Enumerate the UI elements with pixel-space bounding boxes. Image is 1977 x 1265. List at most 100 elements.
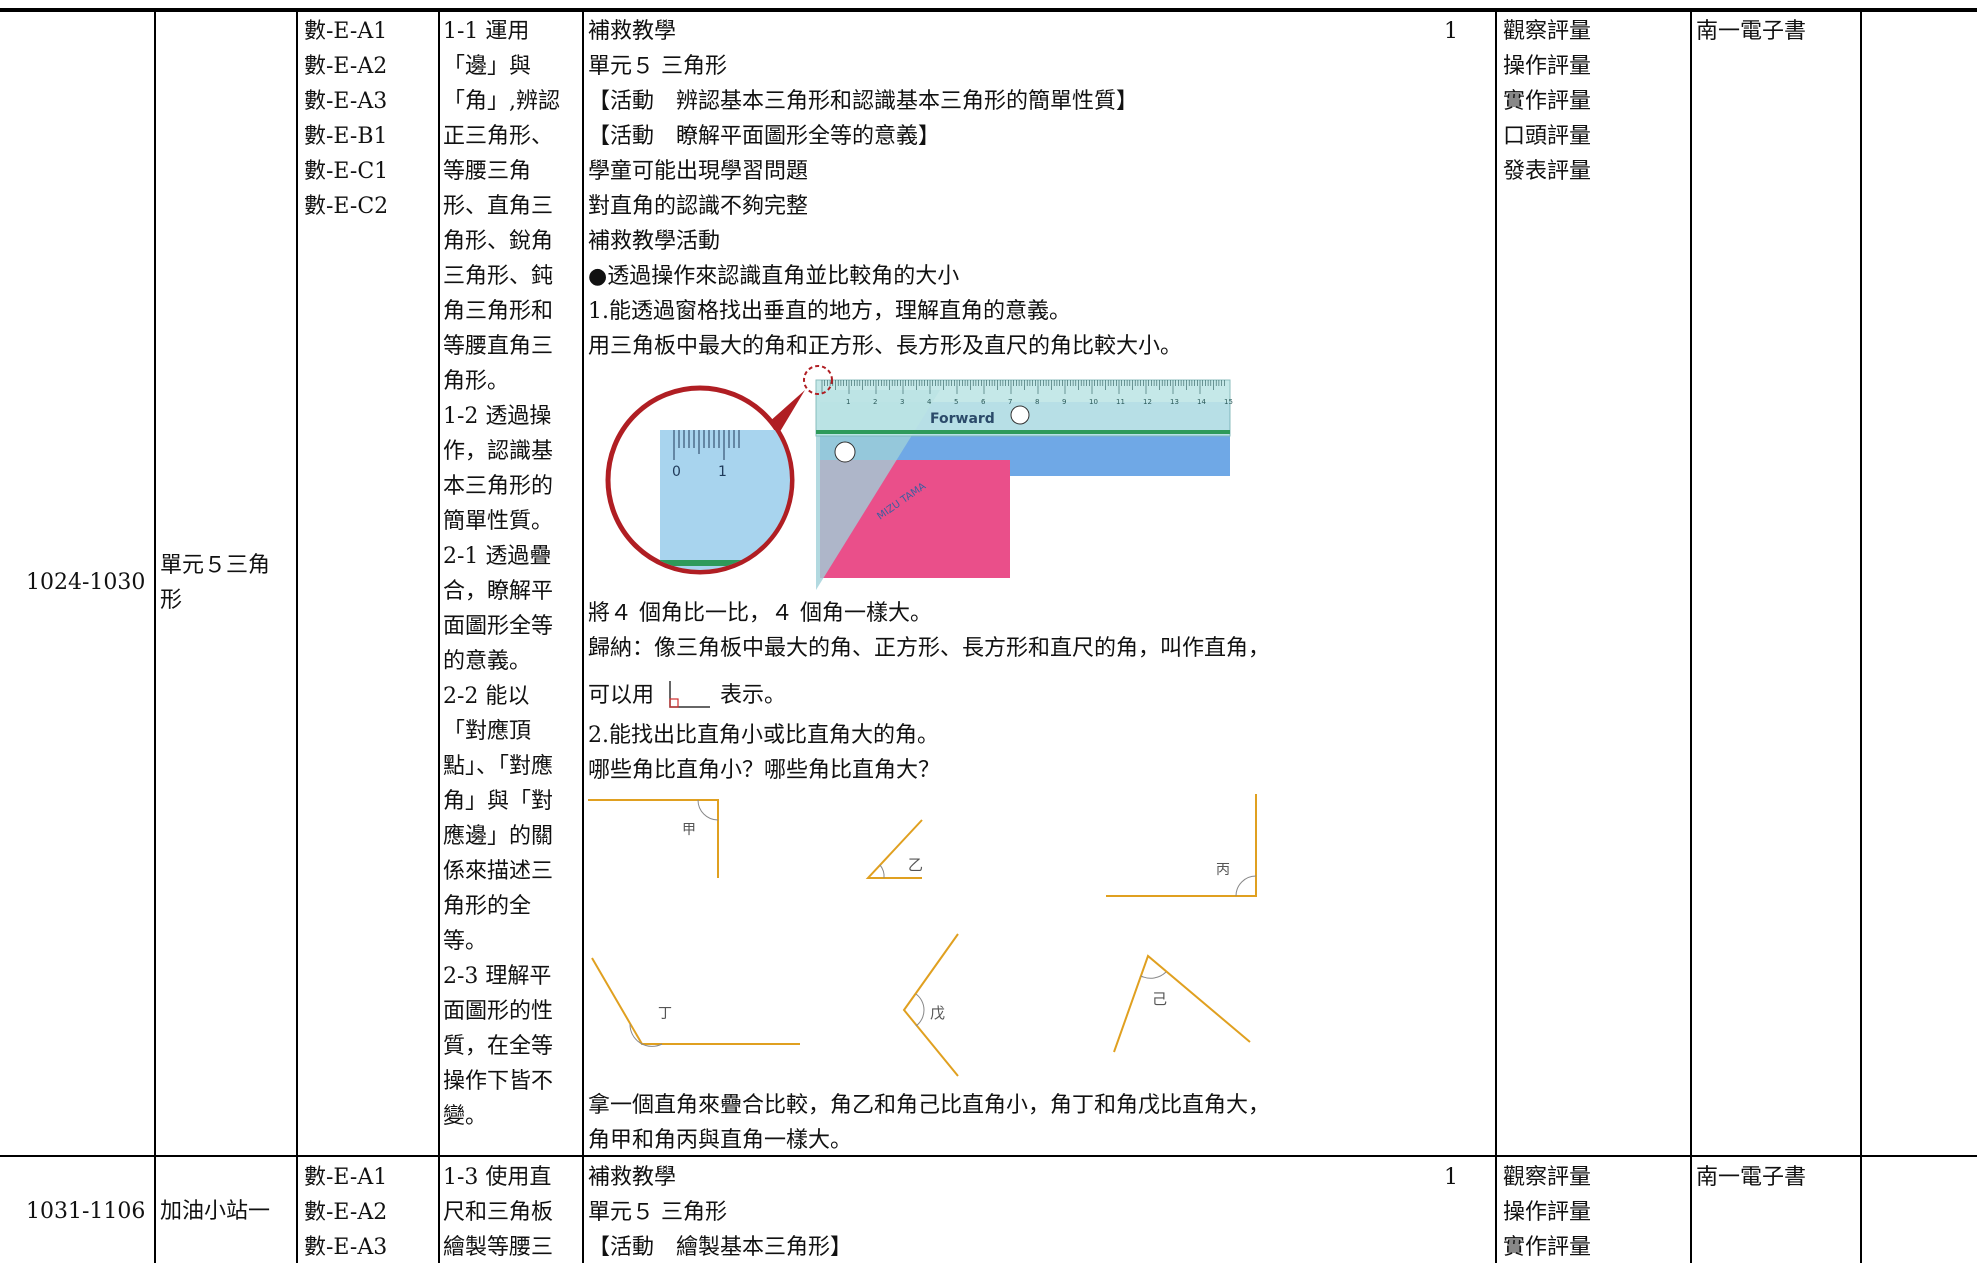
content-line: 學童可能出現學習問題: [588, 159, 809, 184]
assessment-item: 實作評量: [1503, 89, 1592, 114]
ruler-tick-label: 10: [1089, 398, 1098, 406]
content-line: 對直角的認識不夠完整: [588, 194, 809, 219]
objective-line: 等腰直角三: [443, 334, 554, 359]
row-divider: [0, 1155, 1977, 1157]
content-line: 2.能找出比直角小或比直角大的角。: [588, 723, 939, 748]
objective-line: 點」、「對應: [443, 754, 554, 779]
row1-assessment: 觀察評量 操作評量 實作評量 口頭評量 發表評量: [1503, 14, 1591, 189]
assessment-item: 發表評量: [1503, 159, 1592, 184]
row1-content-top: 補救教學 單元５ 三角形 【活動 辨認基本三角形和認識基本三角形的簡單性質】 【…: [588, 14, 1182, 364]
assessment-item: 操作評量: [1503, 1200, 1592, 1225]
angle-label: 甲: [682, 822, 696, 838]
ruler-tick-label: 5: [954, 398, 958, 406]
content-line: 補救教學活動: [588, 229, 721, 254]
angle-label: 丙: [1216, 862, 1230, 878]
ruler-tick-label: 6: [981, 398, 986, 406]
table-top-border: [0, 8, 1977, 12]
content-line: 單元５ 三角形: [588, 54, 727, 79]
row2-resource: 南一電子書: [1696, 1160, 1806, 1195]
objective-line: 角三角形和: [443, 299, 554, 324]
angle-ding: 丁: [591, 957, 800, 1047]
objective-line: 形、直角三: [443, 194, 554, 219]
ruler-tick-label: 14: [1197, 398, 1206, 406]
row1-codes: 數-E-A1 數-E-A2 數-E-A3 數-E-B1 數-E-C1 數-E-C…: [304, 14, 388, 224]
column-divider: [438, 10, 440, 1263]
unit-text: 單元５三角形: [160, 553, 271, 613]
content-line: 可以用: [588, 683, 655, 708]
objective-line: 本三角形的: [443, 474, 554, 499]
code-item: 數-E-A1: [304, 1165, 388, 1190]
objective-line: 等腰三角: [443, 159, 532, 184]
objective-line: 1-1 運用: [443, 19, 530, 44]
row1-content-mid2: 2.能找出比直角小或比直角大的角。 哪些角比直角小？哪些角比直角大？: [588, 718, 940, 788]
zoom-tick-label: 1: [718, 464, 727, 480]
hours-text: 1: [1444, 1165, 1458, 1190]
content-line: 用三角板中最大的角和正方形、長方形及直尺的角比較大小。: [588, 334, 1183, 359]
content-line: 補救教學: [588, 19, 677, 44]
assessment-item: 觀察評量: [1503, 19, 1592, 44]
code-item: 數-E-C1: [304, 159, 389, 184]
date-text: 1024-1030: [26, 570, 146, 595]
code-item: 數-E-A2: [304, 1200, 388, 1225]
objective-line: 三角形、鈍: [443, 264, 554, 289]
code-item: 數-E-C2: [304, 194, 389, 219]
ruler-tick-label: 1: [846, 398, 850, 406]
objective-line: 2-2 能以: [443, 684, 530, 709]
row1-resource: 南一電子書: [1696, 14, 1806, 49]
column-divider: [296, 10, 298, 1263]
row1-content-mid: 將４ 個角比一比，４ 個角一樣大。 歸納：像三角板中最大的角、正方形、長方形和直…: [588, 596, 1270, 666]
row1-hours: 1: [1444, 14, 1458, 49]
objective-line: 變。: [443, 1104, 488, 1129]
objective-line: 質，在全等: [443, 1034, 554, 1059]
zoom-tick-label: 0: [672, 464, 681, 480]
content-line: 【活動 瞭解平面圖形全等的意義】: [588, 124, 941, 149]
objective-line: 角形的全: [443, 894, 532, 919]
angle-label: 乙: [908, 856, 923, 874]
objective-line: 1-3 使用直: [443, 1165, 552, 1190]
code-item: 數-E-A2: [304, 54, 388, 79]
objective-line: 「角」,辨認: [443, 89, 560, 114]
row1-date: 1024-1030: [26, 10, 145, 1155]
objective-line: 「邊」與: [443, 54, 532, 79]
hours-text: 1: [1444, 19, 1458, 44]
mascot-figure: [1010, 405, 1030, 425]
objective-line: 面圖形全等: [443, 614, 554, 639]
column-divider: [582, 10, 584, 1263]
angle-bing: 丙: [1106, 794, 1257, 897]
objective-line: 繪製等腰三: [443, 1235, 554, 1260]
right-angle-symbol-line: 可以用 表示。: [588, 678, 786, 713]
code-item: 數-E-A3: [304, 89, 388, 114]
ruler-tick-label: 4: [927, 398, 932, 406]
ruler-tick-label: 8: [1035, 398, 1039, 406]
objective-line: 操作下皆不: [443, 1069, 554, 1094]
angle-ji: 己: [1113, 954, 1251, 1053]
assessment-item: 口頭評量: [1503, 124, 1592, 149]
resource-text: 南一電子書: [1696, 19, 1807, 44]
ruler-tick-label: 13: [1170, 398, 1179, 406]
ruler-tick-label: 2: [873, 398, 877, 406]
objective-line: 正三角形、: [443, 124, 554, 149]
code-item: 數-E-A1: [304, 19, 388, 44]
ruler-tick-label: 3: [900, 398, 904, 406]
row1-content-bottom: 拿一個直角來疊合比較，角乙和角己比直角小，角丁和角戊比直角大， 角甲和角丙與直角…: [588, 1088, 1270, 1158]
objective-line: 合，瞭解平: [443, 579, 554, 604]
mascot-figure: [834, 441, 856, 463]
zoom-target-circle: [803, 365, 833, 395]
column-divider: [1860, 10, 1862, 1263]
row2-unit: 加油小站一: [160, 1194, 270, 1229]
code-item: 數-E-A3: [304, 1235, 388, 1260]
content-line: 【活動 辨認基本三角形和認識基本三角形的簡單性質】: [588, 89, 1139, 114]
zoom-ticks: [673, 430, 740, 460]
objective-line: 等。: [443, 929, 488, 954]
objective-line: 2-1 透過疊: [443, 544, 552, 569]
date-text: 1031-1106: [26, 1199, 146, 1224]
row2-content: 補救教學 單元５ 三角形 【活動 繪製基本三角形】: [588, 1160, 852, 1265]
ruler-green-strip: [816, 430, 1230, 434]
content-line: 哪些角比直角小？哪些角比直角大？: [588, 758, 941, 783]
column-divider: [1495, 10, 1497, 1263]
objective-line: 2-3 理解平: [443, 964, 552, 989]
content-line: 拿一個直角來疊合比較，角乙和角己比直角小，角丁和角戊比直角大，: [588, 1093, 1271, 1118]
angle-label: 己: [1152, 990, 1167, 1008]
